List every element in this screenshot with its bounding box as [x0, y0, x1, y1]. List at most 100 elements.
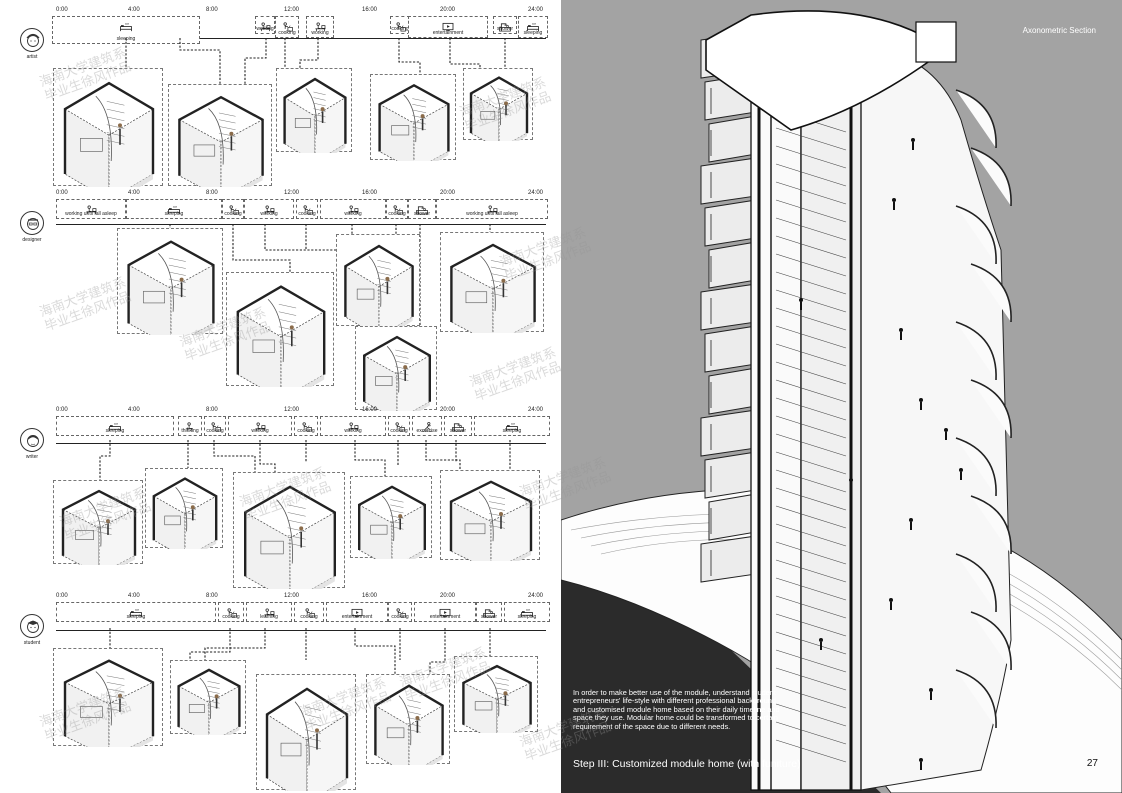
svg-text:zzz: zzz — [532, 23, 536, 26]
cantilever-box — [700, 535, 757, 583]
module-home-frame — [53, 648, 163, 763]
cooking-icon — [226, 202, 240, 215]
time-tick: 24:00 — [528, 593, 544, 599]
tower-axonometric-drawing — [561, 10, 1122, 793]
module-home-drawing — [449, 480, 533, 575]
stair-flight — [775, 199, 847, 223]
time-tick: 20:00 — [440, 593, 456, 599]
stair-flight — [775, 685, 847, 709]
stair-flight — [775, 289, 847, 313]
desk-icon — [84, 202, 98, 215]
connector-line — [232, 224, 291, 272]
stair-flight — [775, 559, 847, 583]
persona-label: designer — [22, 237, 42, 243]
module-home-drawing — [374, 684, 444, 779]
designer-head-icon — [20, 211, 44, 235]
facade-lobe — [970, 379, 1012, 439]
stair-flight — [775, 397, 847, 421]
activity-label: working — [344, 428, 362, 434]
module-home-frame — [233, 472, 345, 607]
shower-icon — [451, 419, 465, 432]
activity-connectors — [99, 440, 511, 480]
connector-line — [213, 440, 256, 472]
activity-working: working — [255, 16, 275, 34]
stair-flight — [775, 703, 847, 727]
module-home-drawing — [344, 244, 414, 342]
connector-line — [244, 38, 267, 84]
activity-label: excercise — [416, 428, 438, 434]
activity-label: sleeping — [105, 428, 125, 434]
time-tick: 24:00 — [528, 407, 544, 413]
time-tick: 0:00 — [56, 7, 68, 13]
facade-lobe — [970, 495, 1012, 555]
writer-head-icon — [20, 428, 44, 452]
time-tick: 4:00 — [128, 593, 140, 599]
desk-icon — [485, 202, 499, 215]
activity-label: shower — [496, 26, 514, 32]
module-home-frame — [226, 272, 334, 405]
activity-working: working — [228, 416, 292, 436]
shower-icon — [498, 19, 512, 32]
activity-learning: learning — [246, 602, 292, 622]
svg-text:zzz: zzz — [114, 423, 118, 426]
activity-label: working — [251, 428, 269, 434]
stair-flight — [775, 505, 847, 529]
activity-label: sleeping — [164, 211, 184, 217]
activity-cooking: cooking — [388, 602, 412, 622]
stair-flight — [775, 667, 847, 691]
module-home-drawing — [462, 664, 532, 745]
stair-flight — [775, 145, 847, 169]
cantilever-box — [708, 241, 757, 289]
cantilever-box — [700, 409, 757, 457]
stair-flight — [775, 271, 847, 295]
activity-label: sleeping — [502, 428, 522, 434]
activity-shower: shower — [408, 199, 436, 219]
time-tick: 20:00 — [440, 407, 456, 413]
desk-icon — [346, 419, 360, 432]
activity-shower: shower — [493, 16, 517, 34]
activity-label: shower — [480, 614, 498, 620]
module-home-frame — [454, 656, 538, 745]
person-silhouette — [909, 518, 913, 522]
facade-lobe — [955, 89, 997, 149]
cantilever-box — [708, 493, 757, 541]
bed-icon: zzz — [129, 605, 143, 618]
connector-line — [354, 440, 386, 476]
bed-icon: zzz — [520, 605, 534, 618]
stair-flight — [775, 325, 847, 349]
module-home-drawing — [236, 285, 326, 405]
activity-working: working — [320, 416, 386, 436]
activity-label: cooking — [206, 428, 224, 434]
module-home-drawing — [61, 489, 137, 578]
activity-entertainment: entertainment — [414, 602, 476, 622]
facade-lobe — [955, 321, 997, 381]
connector-line — [425, 440, 461, 470]
person-silhouette — [919, 398, 923, 402]
module-home-drawing — [127, 240, 215, 352]
roof-box — [915, 21, 957, 63]
stair-flight — [775, 595, 847, 619]
tv-icon — [350, 605, 364, 617]
section-title: Axonometric Section — [1022, 26, 1096, 35]
timeline-axis — [56, 443, 546, 444]
module-home-frame — [350, 476, 432, 572]
desk-icon — [258, 19, 272, 32]
activity-label: working — [256, 26, 274, 32]
cantilever-box — [708, 367, 757, 415]
cooking-icon — [392, 419, 406, 432]
svg-text:zzz: zzz — [125, 23, 129, 26]
cantilever-box — [704, 325, 757, 373]
activity-shower: shower — [476, 602, 502, 622]
stair-flight — [775, 469, 847, 493]
time-tick: 4:00 — [128, 7, 140, 13]
tv-icon — [441, 19, 455, 31]
module-home-frame — [53, 68, 163, 206]
activity-working: working — [320, 199, 386, 219]
person-silhouette — [929, 688, 933, 692]
connector-line — [429, 628, 446, 674]
